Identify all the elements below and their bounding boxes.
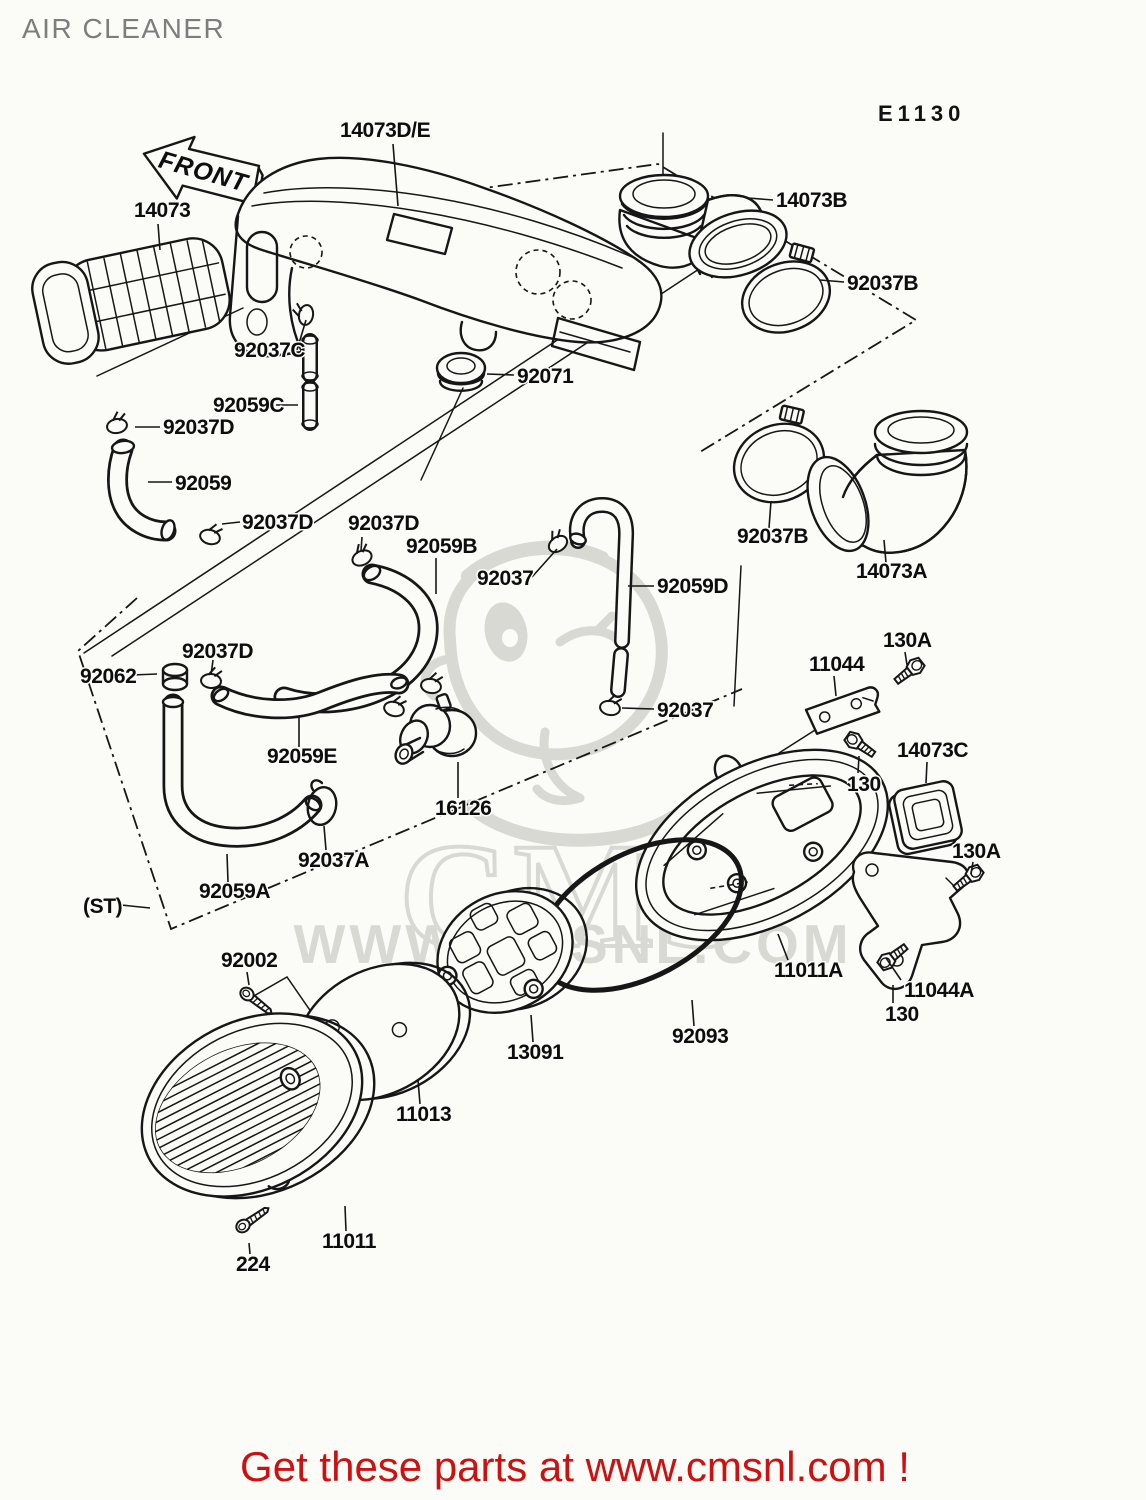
part-label-13091-34: 13091	[507, 1041, 564, 1064]
leader-line-0	[392, 143, 399, 207]
part-92037a-clamp	[306, 779, 338, 827]
part-label-11013-35: 11013	[396, 1103, 451, 1126]
part-label-ST-22: (ST)	[83, 895, 122, 918]
leader-line-12	[531, 548, 558, 578]
part-14073b-elbow	[618, 132, 788, 279]
diagram-code: E1130	[878, 101, 965, 126]
part-label-92037D-10: 92037D	[348, 512, 419, 535]
leader-line-28	[925, 761, 928, 784]
leader-line-1	[157, 223, 161, 251]
part-label-92037C-4: 92037C	[234, 339, 305, 362]
leader-line-35	[417, 1079, 421, 1105]
hose-openings	[110, 335, 587, 812]
leader-line-10	[360, 536, 363, 552]
part-label-92037A-20: 92037A	[298, 849, 369, 872]
leader-line-5	[486, 373, 515, 376]
part-label-92037D-9: 92037D	[242, 511, 313, 534]
leader-line-36	[344, 1205, 347, 1232]
clip-92037d-1	[103, 409, 130, 436]
leader-line-31	[885, 957, 902, 981]
part-label-14073B-2: 14073B	[776, 189, 847, 212]
part-labels-layer: 14073D/E 14073 14073B 92037B 92037C 92071 9205…	[79, 118, 1003, 1278]
leader-line-14	[768, 500, 772, 529]
part-label-16126-19: 16126	[435, 797, 491, 820]
part-label-14073C-28: 14073C	[897, 739, 968, 762]
leader-line-15	[883, 539, 887, 564]
leader-line-24	[621, 707, 655, 710]
leader-line-20	[323, 825, 327, 851]
leader-line-2	[747, 197, 774, 201]
part-11011-cover	[134, 1012, 376, 1200]
part-92037b-clamp-right	[732, 404, 826, 504]
part-label-130-32: 130	[885, 1003, 919, 1026]
leader-line-34	[530, 1014, 534, 1043]
part-label-11044-25: 11044	[809, 653, 865, 676]
part-label-92037-12: 92037	[477, 567, 533, 590]
leader-line-22	[120, 904, 151, 909]
part-label-92059-8: 92059	[175, 472, 231, 495]
part-14073-inlet-duct	[31, 237, 231, 365]
part-label-11011A-30: 11011A	[774, 959, 843, 982]
leader-line-16	[210, 659, 214, 676]
leader-line-23	[246, 971, 250, 986]
part-label-92059B-11: 92059B	[406, 535, 477, 558]
part-label-92059E-18: 92059E	[267, 745, 337, 768]
leader-line-21	[226, 853, 229, 883]
part-label-130A-29: 130A	[952, 840, 1001, 863]
leader-line-30	[777, 933, 789, 961]
part-92037b-clamp-top	[740, 242, 832, 334]
leader-line-33	[691, 999, 695, 1027]
clip-92037d-2	[197, 519, 225, 548]
part-label-92037-24: 92037	[657, 699, 713, 722]
part-label-92037D-16: 92037D	[182, 640, 253, 663]
bolt-130a-top	[890, 654, 928, 689]
part-label-92071-5: 92071	[517, 365, 574, 388]
leader-line-17	[131, 673, 158, 676]
part-label-14073DE-0: 14073D/E	[340, 119, 431, 142]
page-title: AIR CLEANER	[22, 13, 225, 44]
part-label-92059D-13: 92059D	[657, 575, 728, 598]
leader-line-26	[904, 651, 908, 666]
part-label-92037D-7: 92037D	[163, 416, 234, 439]
part-92071-grommet	[435, 351, 487, 392]
footer-cmsnl-text: Get these parts at www.cmsnl.com !	[240, 1443, 910, 1490]
leader-line-37	[248, 1242, 251, 1255]
part-14073c-grommet	[888, 780, 963, 856]
part-label-92093-33: 92093	[672, 1025, 728, 1048]
part-label-14073A-15: 14073A	[856, 560, 927, 583]
screw-92002	[236, 983, 277, 1019]
screw-224	[232, 1202, 273, 1236]
part-14073de-main-duct	[228, 156, 663, 372]
leader-line-3	[819, 279, 845, 283]
part-11044a-bracket	[851, 851, 970, 991]
part-11044-bracket	[804, 686, 881, 735]
part-label-92059A-21: 92059A	[199, 880, 270, 903]
part-label-92037B-3: 92037B	[847, 272, 918, 295]
part-label-130A-26: 130A	[883, 629, 932, 652]
leader-line-25	[833, 675, 837, 697]
part-label-92062-17: 92062	[80, 665, 136, 688]
leader-line-27	[857, 755, 860, 774]
clip-92037c	[289, 301, 316, 328]
part-label-11044A-31: 11044A	[904, 979, 974, 1002]
part-92062-plug	[161, 662, 189, 692]
part-label-92037B-14: 92037B	[737, 525, 808, 548]
part-label-130-27: 130	[847, 773, 881, 796]
part-16126-valve	[394, 693, 478, 765]
part-label-14073-1: 14073	[134, 199, 190, 222]
part-label-224-37: 224	[236, 1253, 271, 1276]
leader-line-4	[296, 319, 307, 351]
leader-line-9	[221, 521, 241, 525]
part-label-11011-36: 11011	[322, 1230, 377, 1253]
part-label-92059C-6: 92059C	[213, 394, 284, 417]
hoses	[111, 336, 626, 837]
leader-line-29	[970, 861, 974, 875]
part-14073a-elbow	[806, 409, 969, 554]
part-label-92002-23: 92002	[221, 949, 277, 972]
